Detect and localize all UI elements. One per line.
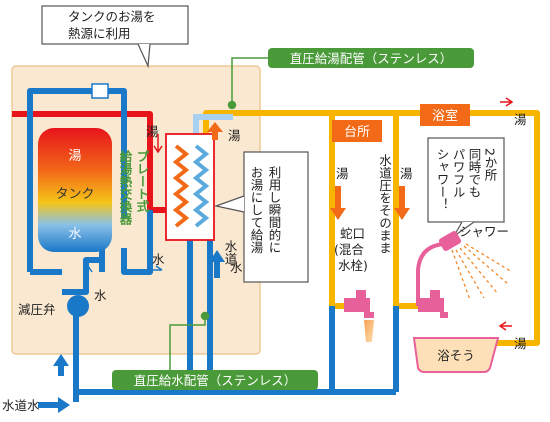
kitchen-label: 台所 (332, 120, 382, 142)
exchanger-coil-cold (192, 144, 210, 228)
valve-label: 減圧弁 (18, 302, 56, 317)
pipe-callout-lines (169, 57, 268, 370)
shower-spray (451, 243, 513, 301)
faucet-label: 蛇口(混合水栓) (334, 226, 368, 273)
svg-text:湯: 湯 (514, 336, 527, 351)
kitchen-faucet (344, 290, 374, 342)
tank (38, 128, 112, 252)
svg-text:湯: 湯 (514, 112, 527, 127)
hot-pipe-label: 直圧給湯配管（ステンレス） (268, 48, 474, 68)
svg-text:湯: 湯 (146, 124, 159, 139)
exchanger-label: プレート式 給湯熱交換器 (118, 149, 150, 226)
svg-text:水: 水 (152, 252, 165, 267)
water-labels: 水 水 (94, 252, 165, 303)
svg-text:タンクのお湯を熱源に利用: タンクのお湯を熱源に利用 (68, 9, 156, 41)
shower-head (416, 231, 462, 306)
svg-text:直圧給水配管（ステンレス）: 直圧給水配管（ステンレス） (134, 373, 297, 388)
svg-text:水道: 水道 (223, 240, 238, 265)
svg-text:直圧給湯配管（ステンレス）: 直圧給湯配管（ステンレス） (290, 51, 453, 66)
air-vent (91, 83, 109, 99)
hot-labels: 湯 湯 湯 湯 湯 湯 (146, 112, 527, 351)
svg-text:水: 水 (230, 260, 243, 275)
shower-label: シャワー (459, 224, 509, 239)
pressure-reducing-valve (67, 295, 89, 317)
tap-water-vertical: 水道 水 (223, 240, 244, 275)
svg-text:お湯にして給湯: お湯にして給湯 (249, 166, 264, 254)
svg-text:浴室: 浴室 (432, 108, 458, 124)
tank-top-label: 湯 (68, 149, 81, 164)
svg-text:台所: 台所 (344, 125, 370, 140)
svg-text:パワフル: パワフル (451, 148, 466, 198)
cold-pipe-label: 直圧給水配管（ステンレス） (112, 370, 318, 390)
svg-text:水: 水 (94, 288, 107, 303)
svg-text:2か所: 2か所 (483, 148, 498, 181)
svg-text:湯: 湯 (400, 166, 413, 181)
light-blue-pipe (193, 114, 233, 136)
svg-text:プレート式: プレート式 (135, 150, 150, 213)
svg-text:シャワー！: シャワー！ (435, 148, 450, 211)
callout-tank-heat: タンクのお湯を熱源に利用 (41, 5, 189, 69)
cold-flow-arrows (38, 250, 225, 413)
tank-hot-pipe (12, 111, 170, 213)
tank-bottom-label: 水 (68, 227, 81, 242)
tank-mid-label: タンク (55, 187, 94, 202)
bath-faucet (418, 290, 448, 318)
svg-text:利用し瞬間的に: 利用し瞬間的に (267, 166, 282, 254)
cold-water-pipes (27, 88, 399, 402)
svg-text:湯: 湯 (336, 166, 349, 181)
svg-text:給湯熱交換器: 給湯熱交換器 (118, 149, 133, 226)
red-arrows (153, 97, 514, 331)
exchanger-coil-hot (172, 144, 190, 228)
callout-shower: 2か所 同時でも パワフル シャワー！ (427, 137, 505, 237)
bathtub-label: 浴そう (437, 348, 475, 363)
blue-small-arrows (83, 264, 163, 280)
bathtub (412, 337, 500, 373)
svg-text:同時でも: 同時でも (467, 148, 482, 198)
tap-water-label: 水道水 (2, 398, 40, 413)
bath-room-label: 浴室 (420, 104, 470, 126)
svg-text:湯: 湯 (228, 128, 241, 143)
hot-flow-arrows (207, 122, 410, 220)
